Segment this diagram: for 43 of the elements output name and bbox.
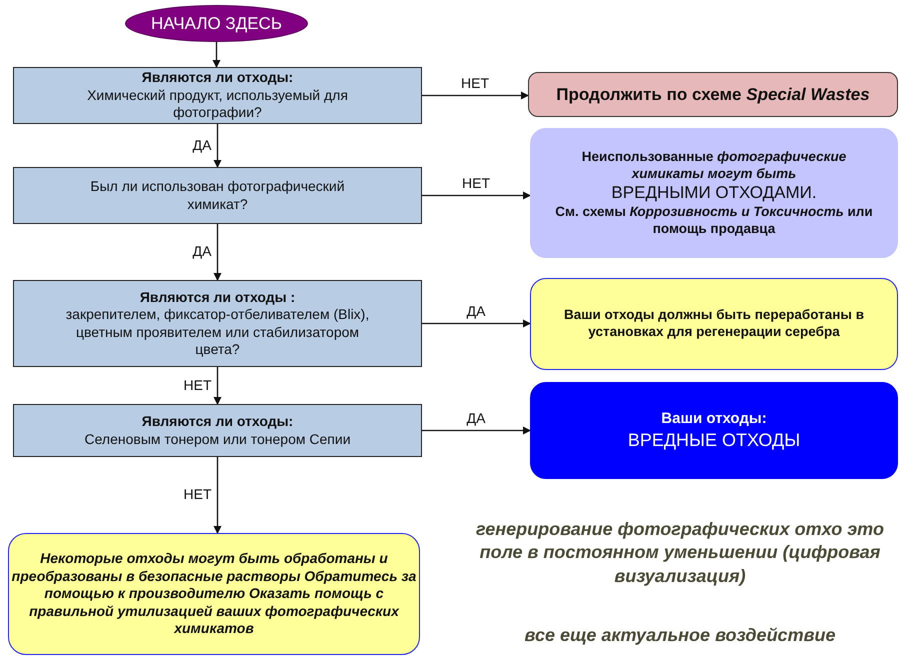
node-text: Химический продукт, используемый для фотографии?: [86, 86, 349, 122]
edge-label: НЕТ: [182, 378, 214, 393]
edge-label: ДА: [464, 410, 488, 426]
node-text: ВРЕДНЫЕ ОТХОДЫ: [628, 428, 800, 452]
question-box: [13, 280, 422, 367]
edge-label: ДА: [190, 138, 214, 153]
arrow: [214, 367, 222, 405]
node-text: ВРЕДНЫМИ ОТХОДАМИ.: [611, 182, 817, 204]
arrow: [212, 42, 220, 68]
arrow: [422, 426, 531, 434]
question-box: [13, 67, 422, 124]
note-text: все еще актуальное воздействие: [524, 624, 836, 647]
node-text: Продолжить по схеме Special Wastes: [556, 84, 870, 106]
result-box: [8, 533, 420, 655]
result-box: [528, 72, 898, 117]
note-text: генерирование фотографических отхо это поле в постоянном уменьшении (цифровая визуализация): [475, 518, 885, 588]
question-box: [13, 404, 422, 457]
arrow: [214, 224, 222, 281]
heading-text: Являются ли отходы:: [142, 69, 294, 87]
arrow: [214, 457, 222, 534]
edge-label: НЕТ: [460, 176, 492, 191]
result-box: [530, 128, 898, 258]
arrow: [214, 124, 222, 168]
node-text: Ваши отходы должны быть переработаны в установках для регенерации серебра: [562, 307, 866, 341]
heading-text: Являются ли отходы :: [140, 288, 296, 306]
node-text: Некоторые отходы могут быть обработаны и преобразованы в безопасные растворы Обратитесь за помощью к производителю Оказать помощь с правильной утилизацией ваших фотографических химикатов: [11, 550, 417, 638]
result-box: [530, 278, 898, 370]
edge-label: ДА: [190, 244, 214, 260]
node-text: Был ли использован фотографический химикат?: [89, 178, 346, 213]
arrow: [422, 92, 529, 100]
heading-text: Являются ли отходы:: [142, 413, 294, 430]
edge-label: НЕТ: [459, 76, 491, 91]
heading-text: Ваши отходы:: [661, 410, 767, 429]
arrow: [422, 192, 531, 200]
heading-text: Неиспользованные фотографические химикаты могут быть: [580, 148, 848, 182]
node-text: закрепителем, фиксатор-отбеливателем (Blix), цветным проявителем или стабилизатором цвета?: [64, 306, 370, 358]
result-box: [530, 382, 898, 479]
node-text: НАЧАЛО ЗДЕСЬ: [151, 12, 282, 34]
node-text: См. схемы Коррозивность и Токсичность или помощь продавца: [554, 204, 874, 238]
edge-label: ДА: [464, 304, 488, 319]
arrow: [422, 320, 531, 328]
question-box: [13, 167, 422, 224]
node-text: Селеновым тонером или тонером Сепии: [84, 430, 351, 448]
